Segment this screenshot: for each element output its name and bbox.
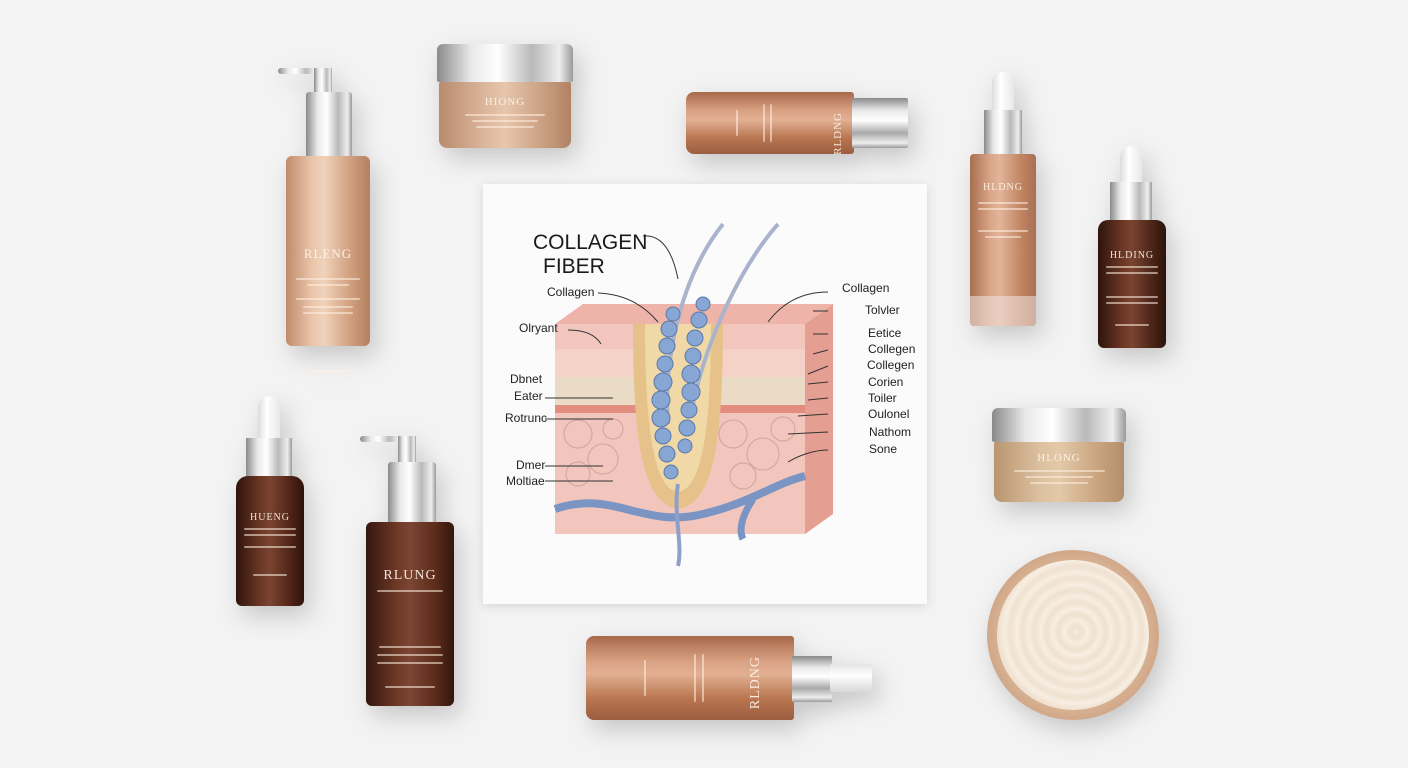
left-label: Olryant xyxy=(519,321,558,335)
brand-label: RLUNG xyxy=(383,568,437,583)
right-label: Collegen xyxy=(867,358,915,372)
brand-label: RLENG xyxy=(303,246,353,261)
serum-small-dark-right: HLDING xyxy=(1096,146,1168,348)
brand-label: HLDING xyxy=(1109,250,1155,261)
brand-label: RLDNG xyxy=(832,112,844,155)
left-label: Collagen xyxy=(547,285,595,299)
right-label: Collegen xyxy=(868,342,916,356)
pump-bottle-gold: RLENG xyxy=(276,68,376,372)
diagram-title-line1: COLLAGEN xyxy=(533,231,648,254)
pump-bottle-dark: RLUNG xyxy=(360,436,456,708)
open-cream-jar xyxy=(987,550,1159,720)
right-label: Oulonel xyxy=(868,407,910,421)
serum-tall: HLDNG xyxy=(968,72,1038,328)
spray-bottle-top: RLDNG xyxy=(686,92,908,155)
brand-label: HIONG xyxy=(484,96,526,108)
brand-label: RLDNG xyxy=(748,656,763,710)
brand-label: HLONG xyxy=(1037,452,1081,464)
spray-bottle-bottom: RLDNG xyxy=(586,636,872,720)
brand-label: HLDNG xyxy=(983,182,1023,193)
right-label: Sone xyxy=(869,442,898,456)
left-label: Eater xyxy=(514,389,543,403)
serum-small-dark-left: HUENG xyxy=(234,396,306,608)
collagen-diagram-card: COLLAGEN FIBER Collagen Olryant Dbnet Ea… xyxy=(483,184,927,604)
right-label: Eetice xyxy=(868,326,902,340)
jar-right: HLONG xyxy=(992,408,1126,504)
jar-top-left: HIONG xyxy=(437,44,573,150)
left-label: Dbnet xyxy=(510,372,543,386)
diagram-title-line2: FIBER xyxy=(543,255,605,278)
right-label: Tolvler xyxy=(865,303,900,317)
right-label: Toiler xyxy=(868,391,897,405)
left-label: Moltiae xyxy=(506,474,545,488)
left-label: Dmer xyxy=(516,458,546,472)
left-label: Rotrunc xyxy=(505,411,548,425)
right-label: Collagen xyxy=(842,281,890,295)
brand-label: HUENG xyxy=(250,512,290,523)
right-label: Nathom xyxy=(869,425,912,439)
right-label: Corien xyxy=(868,375,904,389)
skin-cross-section-illustration xyxy=(545,222,833,567)
